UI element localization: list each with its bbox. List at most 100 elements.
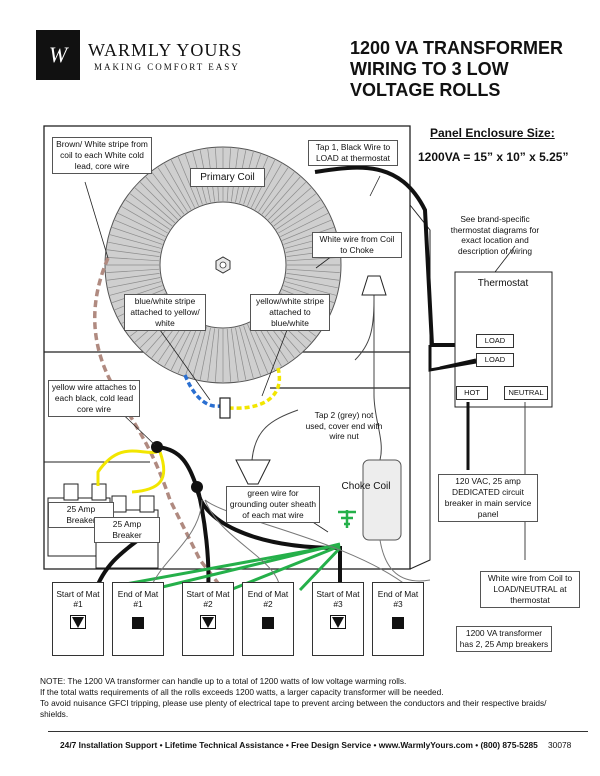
coil-winding (108, 241, 161, 253)
coil-winding (106, 256, 160, 262)
brand-name: WARMLY YOURS (88, 40, 243, 60)
callout-transformer-note: 1200 VA transformer has 2, 25 Amp breake… (456, 626, 552, 652)
coil-winding (106, 249, 160, 257)
coil-winding (264, 176, 301, 218)
coil-winding (185, 325, 203, 376)
primary-coil-label: Primary Coil (190, 168, 265, 187)
coil-winding (276, 199, 321, 230)
coil-winding (117, 212, 166, 238)
mat-end-square-icon (132, 617, 144, 629)
mat-start-triangle-icon (200, 615, 216, 629)
mat-number: #1 (133, 599, 143, 609)
coil-winding (121, 206, 168, 234)
coil-winding (151, 171, 185, 215)
title-line: 1200 VA TRANSFORMER (350, 38, 564, 58)
center-bolt (215, 256, 231, 274)
thermostat-load-terminal: LOAD (476, 353, 514, 367)
black-load-wire (314, 165, 476, 347)
mat-number: #3 (333, 599, 343, 609)
coil-winding (109, 234, 162, 249)
mat-label: End of Mat (377, 589, 419, 599)
coil-winding (286, 273, 340, 281)
panel-enclosure (43, 125, 411, 570)
choke-coil-body (362, 459, 402, 541)
coil-winding (177, 323, 199, 374)
coil-winding (243, 325, 261, 376)
mat-start-triangle-icon (330, 615, 346, 629)
coil-winding (108, 277, 161, 289)
mat-end-square-icon (262, 617, 274, 629)
coil-winding (129, 193, 173, 227)
mat-start-1: Start of Mat #1 (52, 582, 104, 656)
callout-see-brand: See brand-specific thermostat diagrams f… (450, 214, 540, 256)
mat-end-1: End of Mat #1 (112, 582, 164, 656)
coil-winding (134, 187, 176, 224)
coil-winding (177, 156, 199, 207)
mat-number: #2 (263, 599, 273, 609)
callout-yellow-white: yellow/white stripe attached to blue/whi… (250, 294, 330, 331)
note-line: If the total watts requirements of all t… (40, 687, 444, 697)
coil-winding (268, 182, 306, 220)
coil-winding (284, 281, 337, 296)
footer-contact: 24/7 Installation Support • Lifetime Tec… (60, 740, 538, 750)
mat-label: Start of Mat (56, 589, 100, 599)
coil-winding (281, 219, 332, 241)
title-line: VOLTAGE ROLLS (350, 80, 501, 100)
coil-winding (192, 326, 207, 379)
enclosure-bracket (409, 204, 431, 570)
lamp-symbol (361, 275, 387, 296)
coil-winding (199, 327, 211, 380)
ground-symbol (338, 510, 356, 528)
coil-winding (106, 273, 160, 281)
mat-label: End of Mat (117, 589, 159, 599)
coil-winding (106, 268, 160, 274)
black-load-wire (428, 345, 477, 372)
coil-winding (286, 268, 340, 274)
coil-winding (273, 193, 317, 227)
coil-winding (231, 328, 239, 382)
coil-winding (157, 167, 188, 212)
coil-winding (112, 227, 163, 245)
callout-vac: 120 VAC, 25 amp DEDICATED circuit breake… (438, 474, 538, 522)
coil-winding (258, 167, 289, 212)
cold-lead-wires (149, 499, 431, 591)
callout-tap1: Tap 1, Black Wire to LOAD at thermostat (308, 140, 398, 166)
mat-end-3: End of Mat #3 (372, 582, 424, 656)
thermostat-load-terminal: LOAD (476, 334, 514, 348)
white-wire (354, 299, 375, 361)
coil-winding (207, 328, 215, 382)
coil-winding (214, 328, 220, 382)
page-title: 1200 VA TRANSFORMER WIRING TO 3 LOW VOLT… (350, 38, 590, 101)
enclosure-title: Panel Enclosure Size: (430, 126, 555, 140)
callout-green-wire: green wire for grounding outer sheath of… (226, 486, 320, 523)
mat-number: #1 (73, 599, 83, 609)
coil-winding (247, 323, 269, 374)
mat-label: End of Mat (247, 589, 289, 599)
note-line: NOTE: The 1200 VA transformer can handle… (40, 676, 407, 686)
enclosure-size: 1200VA = 15” x 10” x 5.25” (418, 150, 569, 164)
installation-notes: NOTE: The 1200 VA transformer can handle… (40, 676, 588, 720)
title-line: WIRING TO 3 LOW (350, 59, 509, 79)
yellow-white-wire (229, 367, 282, 410)
coil-winding (280, 212, 329, 238)
logo-mark: W (36, 30, 80, 80)
mat-label: Start of Mat (186, 589, 230, 599)
note-line: shields. (40, 709, 69, 719)
mat-end-square-icon (392, 617, 404, 629)
document-code: 30078 (548, 740, 572, 750)
coil-winding (283, 227, 334, 245)
callout-white-wire-choke: White wire from Coil to Choke (312, 232, 402, 258)
coil-winding (125, 199, 170, 230)
coil-winding (170, 159, 196, 208)
callout-tap2: Tap 2 (grey) not used, cover end with wi… (305, 410, 383, 441)
callout-brown-white: Brown/ White stripe from coil to each Wh… (52, 137, 152, 174)
coil-winding (226, 328, 232, 382)
mat-start-2: Start of Mat #2 (182, 582, 234, 656)
footer-divider (48, 731, 588, 732)
coil-winding (278, 206, 325, 234)
mat-number: #3 (393, 599, 403, 609)
note-line: To avoid nuisance GFCI tripping, please … (40, 698, 547, 708)
coil-winding (254, 163, 282, 210)
coil-winding (145, 176, 182, 218)
mat-start-3: Start of Mat #3 (312, 582, 364, 656)
